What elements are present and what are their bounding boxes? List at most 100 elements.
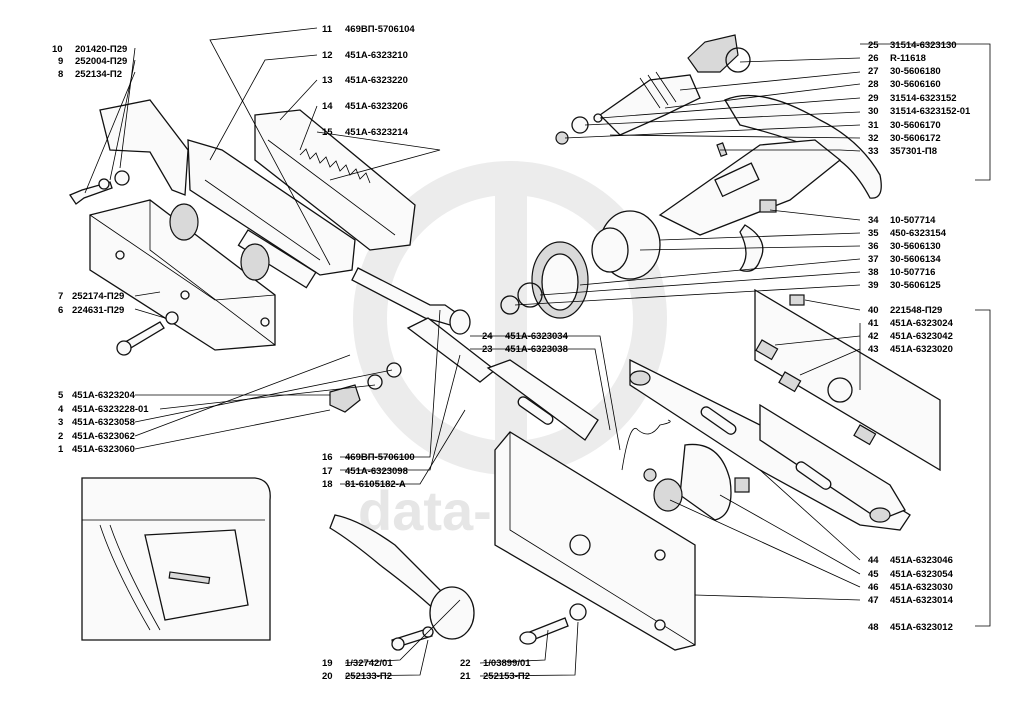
part-number: 25 [868, 40, 879, 51]
part-number: 24 [482, 331, 493, 342]
part-number: 1 [58, 444, 64, 455]
part-number: 32 [868, 133, 879, 144]
part-number: 9 [58, 56, 63, 67]
stud [853, 424, 877, 446]
part-code: 451А-6323060 [72, 444, 135, 455]
part-number: 5 [58, 390, 64, 401]
part-code: 450-6323154 [890, 228, 947, 239]
part-code: 252153-П2 [483, 671, 530, 682]
part-code: 221548-П29 [890, 305, 942, 316]
part-code: 451А-6323062 [72, 431, 135, 442]
part-number: 27 [868, 66, 879, 77]
part-number: 15 [322, 127, 333, 138]
torsion-spring [621, 419, 671, 471]
part-code: 469ВП-5706104 [345, 24, 415, 35]
handle-shaft [658, 139, 842, 236]
slider-plate [486, 359, 599, 441]
part-number: 3 [58, 417, 63, 428]
part-number: 12 [322, 50, 333, 61]
part-number: 29 [868, 93, 879, 104]
part-number: 33 [868, 146, 879, 157]
pin [734, 477, 750, 493]
labels-left: 10 201420-П29 9 252004-П29 8 252134-П2 7… [52, 44, 149, 455]
part-number: 10 [52, 44, 63, 55]
part-number: 16 [322, 452, 333, 463]
part-code: 252004-П29 [75, 56, 127, 67]
part-code: 30-5606125 [890, 280, 941, 291]
spring [299, 148, 371, 184]
vehicle-inset [81, 477, 271, 641]
part-number: 42 [868, 331, 879, 342]
part-code: 451А-6323020 [890, 344, 953, 355]
bushing [240, 243, 270, 281]
part-number: 18 [322, 479, 333, 490]
part-code: 451А-6323014 [890, 595, 954, 606]
part-number: 11 [322, 24, 333, 35]
part-code: 30-5606170 [890, 120, 941, 131]
part-number: 26 [868, 53, 879, 64]
guide-channel [254, 109, 416, 251]
part-number: 8 [58, 69, 63, 80]
key-block [759, 199, 777, 213]
part-code: 451А-6323038 [505, 344, 568, 355]
screw-40 [789, 294, 805, 306]
part-number: 37 [868, 254, 879, 265]
right-assembly [329, 34, 941, 651]
part-code: 201420-П29 [75, 44, 127, 55]
washer [569, 603, 587, 621]
part-code: 10-507716 [890, 267, 935, 278]
part-number: 31 [868, 120, 879, 131]
washer [165, 311, 179, 325]
part-number: 20 [322, 671, 333, 682]
part-code: 451А-6323046 [890, 555, 953, 566]
part-code: 451А-6323024 [890, 318, 954, 329]
stud [755, 339, 779, 361]
part-number: 41 [868, 318, 879, 329]
part-code: 81-6105182-А [345, 479, 406, 490]
part-code: 30-5606172 [890, 133, 941, 144]
part-code: 30-5606180 [890, 66, 941, 77]
part-number: 35 [868, 228, 879, 239]
nut [386, 362, 402, 378]
part-number: 40 [868, 305, 879, 316]
part-number: 23 [482, 344, 493, 355]
part-number: 2 [58, 431, 63, 442]
lever-plate [759, 403, 906, 521]
part-number: 43 [868, 344, 879, 355]
part-number: 21 [460, 671, 471, 682]
part-number: 30 [868, 106, 879, 117]
washer [367, 374, 383, 390]
part-code: 30-5606160 [890, 79, 941, 90]
part-number: 45 [868, 569, 879, 580]
part-code: 451А-6323210 [345, 50, 408, 61]
part-code: 451А-6323034 [505, 331, 569, 342]
labels-right: 25 31514-6323130 26 R-11618 27 30-560618… [868, 40, 971, 633]
part-code: 252134-П2 [75, 69, 122, 80]
part-number: 6 [58, 305, 63, 316]
labels-top: 11 469ВП-5706104 12 451А-6323210 13 451А… [322, 24, 415, 138]
washer [98, 178, 110, 190]
part-number: 34 [868, 215, 879, 226]
part-code: 1/32742/01 [345, 658, 393, 669]
part-number: 28 [868, 79, 879, 90]
part-number: 19 [322, 658, 333, 669]
part-number: 14 [322, 101, 333, 112]
part-code: 252133-П2 [345, 671, 392, 682]
part-number: 39 [868, 280, 879, 291]
key [687, 34, 739, 73]
part-code: 451А-6323098 [345, 466, 408, 477]
part-code: R-11618 [890, 53, 926, 64]
part-code: 451А-6323214 [345, 127, 409, 138]
lever-screw [869, 507, 891, 523]
stud [778, 371, 802, 393]
key-ring [725, 47, 751, 73]
part-number: 46 [868, 582, 879, 593]
labels-center: 24 451А-6323034 23 451А-6323038 [482, 331, 569, 355]
labels-bottom: 19 1/32742/01 20 252133-П2 22 1/03899/01… [322, 658, 531, 682]
part-code: 10-507714 [890, 215, 936, 226]
part-code: 252174-П29 [72, 291, 124, 302]
part-code: 357301-П8 [890, 146, 937, 157]
labels-mid: 16 469ВП-5706100 17 451А-6323098 18 81-6… [322, 452, 415, 490]
part-number: 36 [868, 241, 879, 252]
lock-cylinder [598, 74, 701, 136]
